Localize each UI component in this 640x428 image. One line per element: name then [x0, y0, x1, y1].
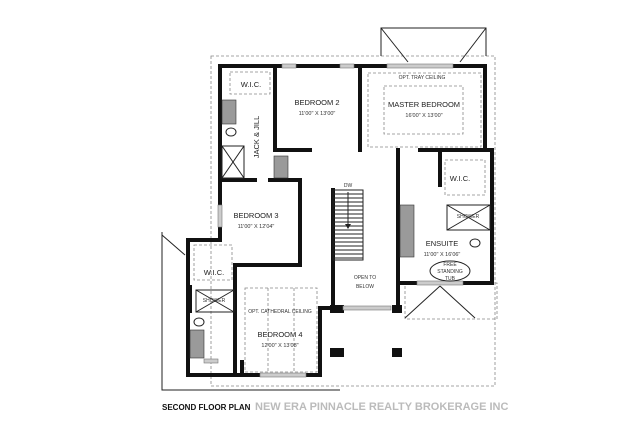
open-to-below-1: OPEN TO	[354, 275, 376, 281]
bed4-shower-label: SHOWER	[203, 298, 226, 304]
bedroom4-note: OPT. CATHEDRAL CEILING	[248, 309, 312, 315]
tub-label-1: FREE	[443, 262, 457, 268]
master-note: OPT. TRAY CEILING	[399, 75, 446, 81]
bedroom4-name: BEDROOM 4	[257, 330, 302, 339]
ensuite-shower-label: SHOWER	[457, 214, 480, 220]
bedroom2-name: BEDROOM 2	[294, 98, 339, 107]
bedroom4-size: 12'00" X 13'08"	[261, 343, 298, 349]
windows	[203, 63, 464, 378]
master-name: MASTER BEDROOM	[388, 100, 460, 109]
open-to-below-2: BELOW	[356, 284, 374, 290]
tub-label-2: STANDING	[437, 269, 463, 275]
master-size: 16'00" X 13'00"	[405, 113, 442, 119]
stair-label: DW	[344, 183, 353, 189]
bedroom3-size: 11'00" X 12'04"	[238, 224, 275, 230]
tub-label-3: TUB	[445, 276, 456, 282]
bedroom3-name: BEDROOM 3	[233, 211, 278, 220]
watermark: NEW ERA PINNACLE REALTY BROKERAGE INC	[255, 401, 508, 413]
roof-outline	[161, 27, 498, 391]
ensuite-name: ENSUITE	[426, 239, 459, 248]
wic-top-label: W.I.C.	[241, 80, 261, 89]
walls	[186, 64, 494, 377]
room-labels: BEDROOM 2 11'00" X 13'00" OPT. TRAY CEIL…	[203, 75, 480, 349]
fixtures	[189, 71, 491, 373]
wic-master-label: W.I.C.	[450, 174, 470, 183]
ensuite-size: 11'00" X 16'06"	[424, 252, 461, 258]
jack-jill-label: JACK & JILL	[252, 116, 261, 159]
stairs	[332, 189, 364, 261]
bedroom2-size: 11'00" X 13'00"	[299, 111, 336, 117]
wic-bed3-label: W.I.C.	[204, 268, 224, 277]
plan-title: SECOND FLOOR PLAN	[162, 403, 251, 412]
